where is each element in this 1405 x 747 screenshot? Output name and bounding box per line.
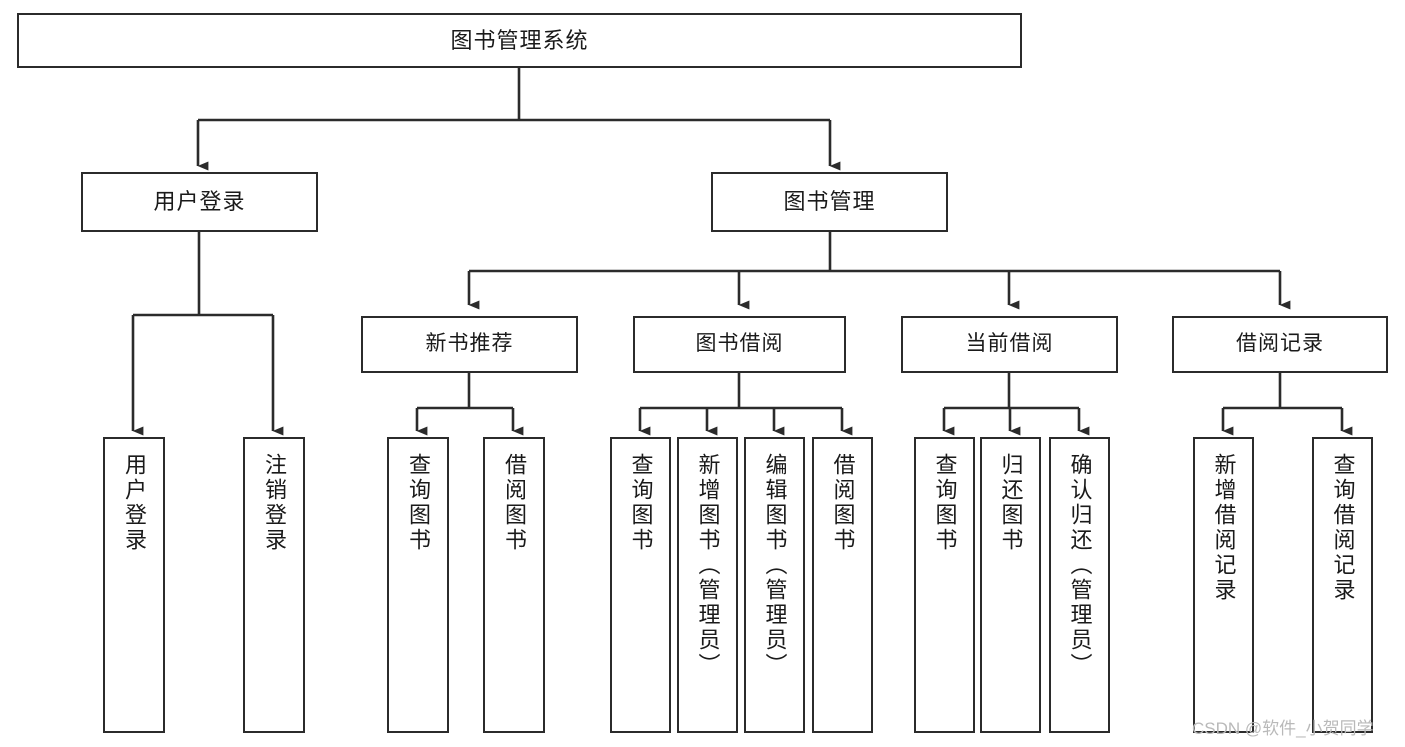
node-leaf-edit-book[interactable]: 编辑图书（管理员）	[744, 437, 805, 733]
node-leaf-user-login[interactable]: 用户登录	[103, 437, 165, 733]
node-leaf-logout[interactable]: 注销登录	[243, 437, 305, 733]
node-label: 编辑图书（管理员）	[762, 453, 788, 678]
node-label: 借阅图书	[502, 453, 527, 553]
node-user-login[interactable]: 用户登录	[81, 172, 318, 232]
node-leaf-return-book[interactable]: 归还图书	[980, 437, 1041, 733]
node-label: 确认归还（管理员）	[1067, 453, 1093, 678]
node-leaf-add-record[interactable]: 新增借阅记录	[1193, 437, 1254, 733]
node-label: 借阅记录	[1236, 332, 1324, 356]
node-leaf-confirm-return[interactable]: 确认归还（管理员）	[1049, 437, 1110, 733]
node-label: 图书借阅	[695, 332, 784, 356]
node-label: 归还图书	[998, 453, 1024, 553]
node-leaf-query-book-2[interactable]: 查询图书	[610, 437, 671, 733]
node-label: 新书推荐	[425, 332, 514, 356]
node-leaf-borrow-book-1[interactable]: 借阅图书	[483, 437, 545, 733]
node-label: 新增借阅记录	[1211, 453, 1237, 603]
node-borrowing-records[interactable]: 借阅记录	[1172, 316, 1388, 373]
node-label: 图书管理	[783, 189, 876, 215]
node-leaf-borrow-book-2[interactable]: 借阅图书	[812, 437, 873, 733]
node-book-management-system[interactable]: 图书管理系统	[17, 13, 1022, 68]
node-label: 用户登录	[122, 453, 147, 553]
node-new-book-recommendation[interactable]: 新书推荐	[361, 316, 578, 373]
node-book-management[interactable]: 图书管理	[711, 172, 948, 232]
node-book-borrowing[interactable]: 图书借阅	[633, 316, 846, 373]
node-leaf-add-book[interactable]: 新增图书（管理员）	[677, 437, 738, 733]
node-leaf-query-book-3[interactable]: 查询图书	[914, 437, 975, 733]
node-label: 用户登录	[153, 189, 246, 215]
node-label: 注销登录	[262, 453, 287, 553]
node-label: 查询借阅记录	[1330, 453, 1356, 603]
node-label: 查询图书	[628, 453, 654, 553]
node-label: 查询图书	[406, 453, 431, 553]
node-label: 借阅图书	[830, 453, 856, 553]
csdn-watermark: CSDN @软件_小贺同学	[1192, 719, 1374, 738]
node-label: 图书管理系统	[450, 27, 589, 53]
node-leaf-query-record[interactable]: 查询借阅记录	[1312, 437, 1373, 733]
node-leaf-query-book-1[interactable]: 查询图书	[387, 437, 449, 733]
node-current-borrowing[interactable]: 当前借阅	[901, 316, 1118, 373]
node-label: 当前借阅	[965, 332, 1054, 356]
node-label: 查询图书	[932, 453, 958, 553]
node-label: 新增图书（管理员）	[695, 453, 721, 678]
